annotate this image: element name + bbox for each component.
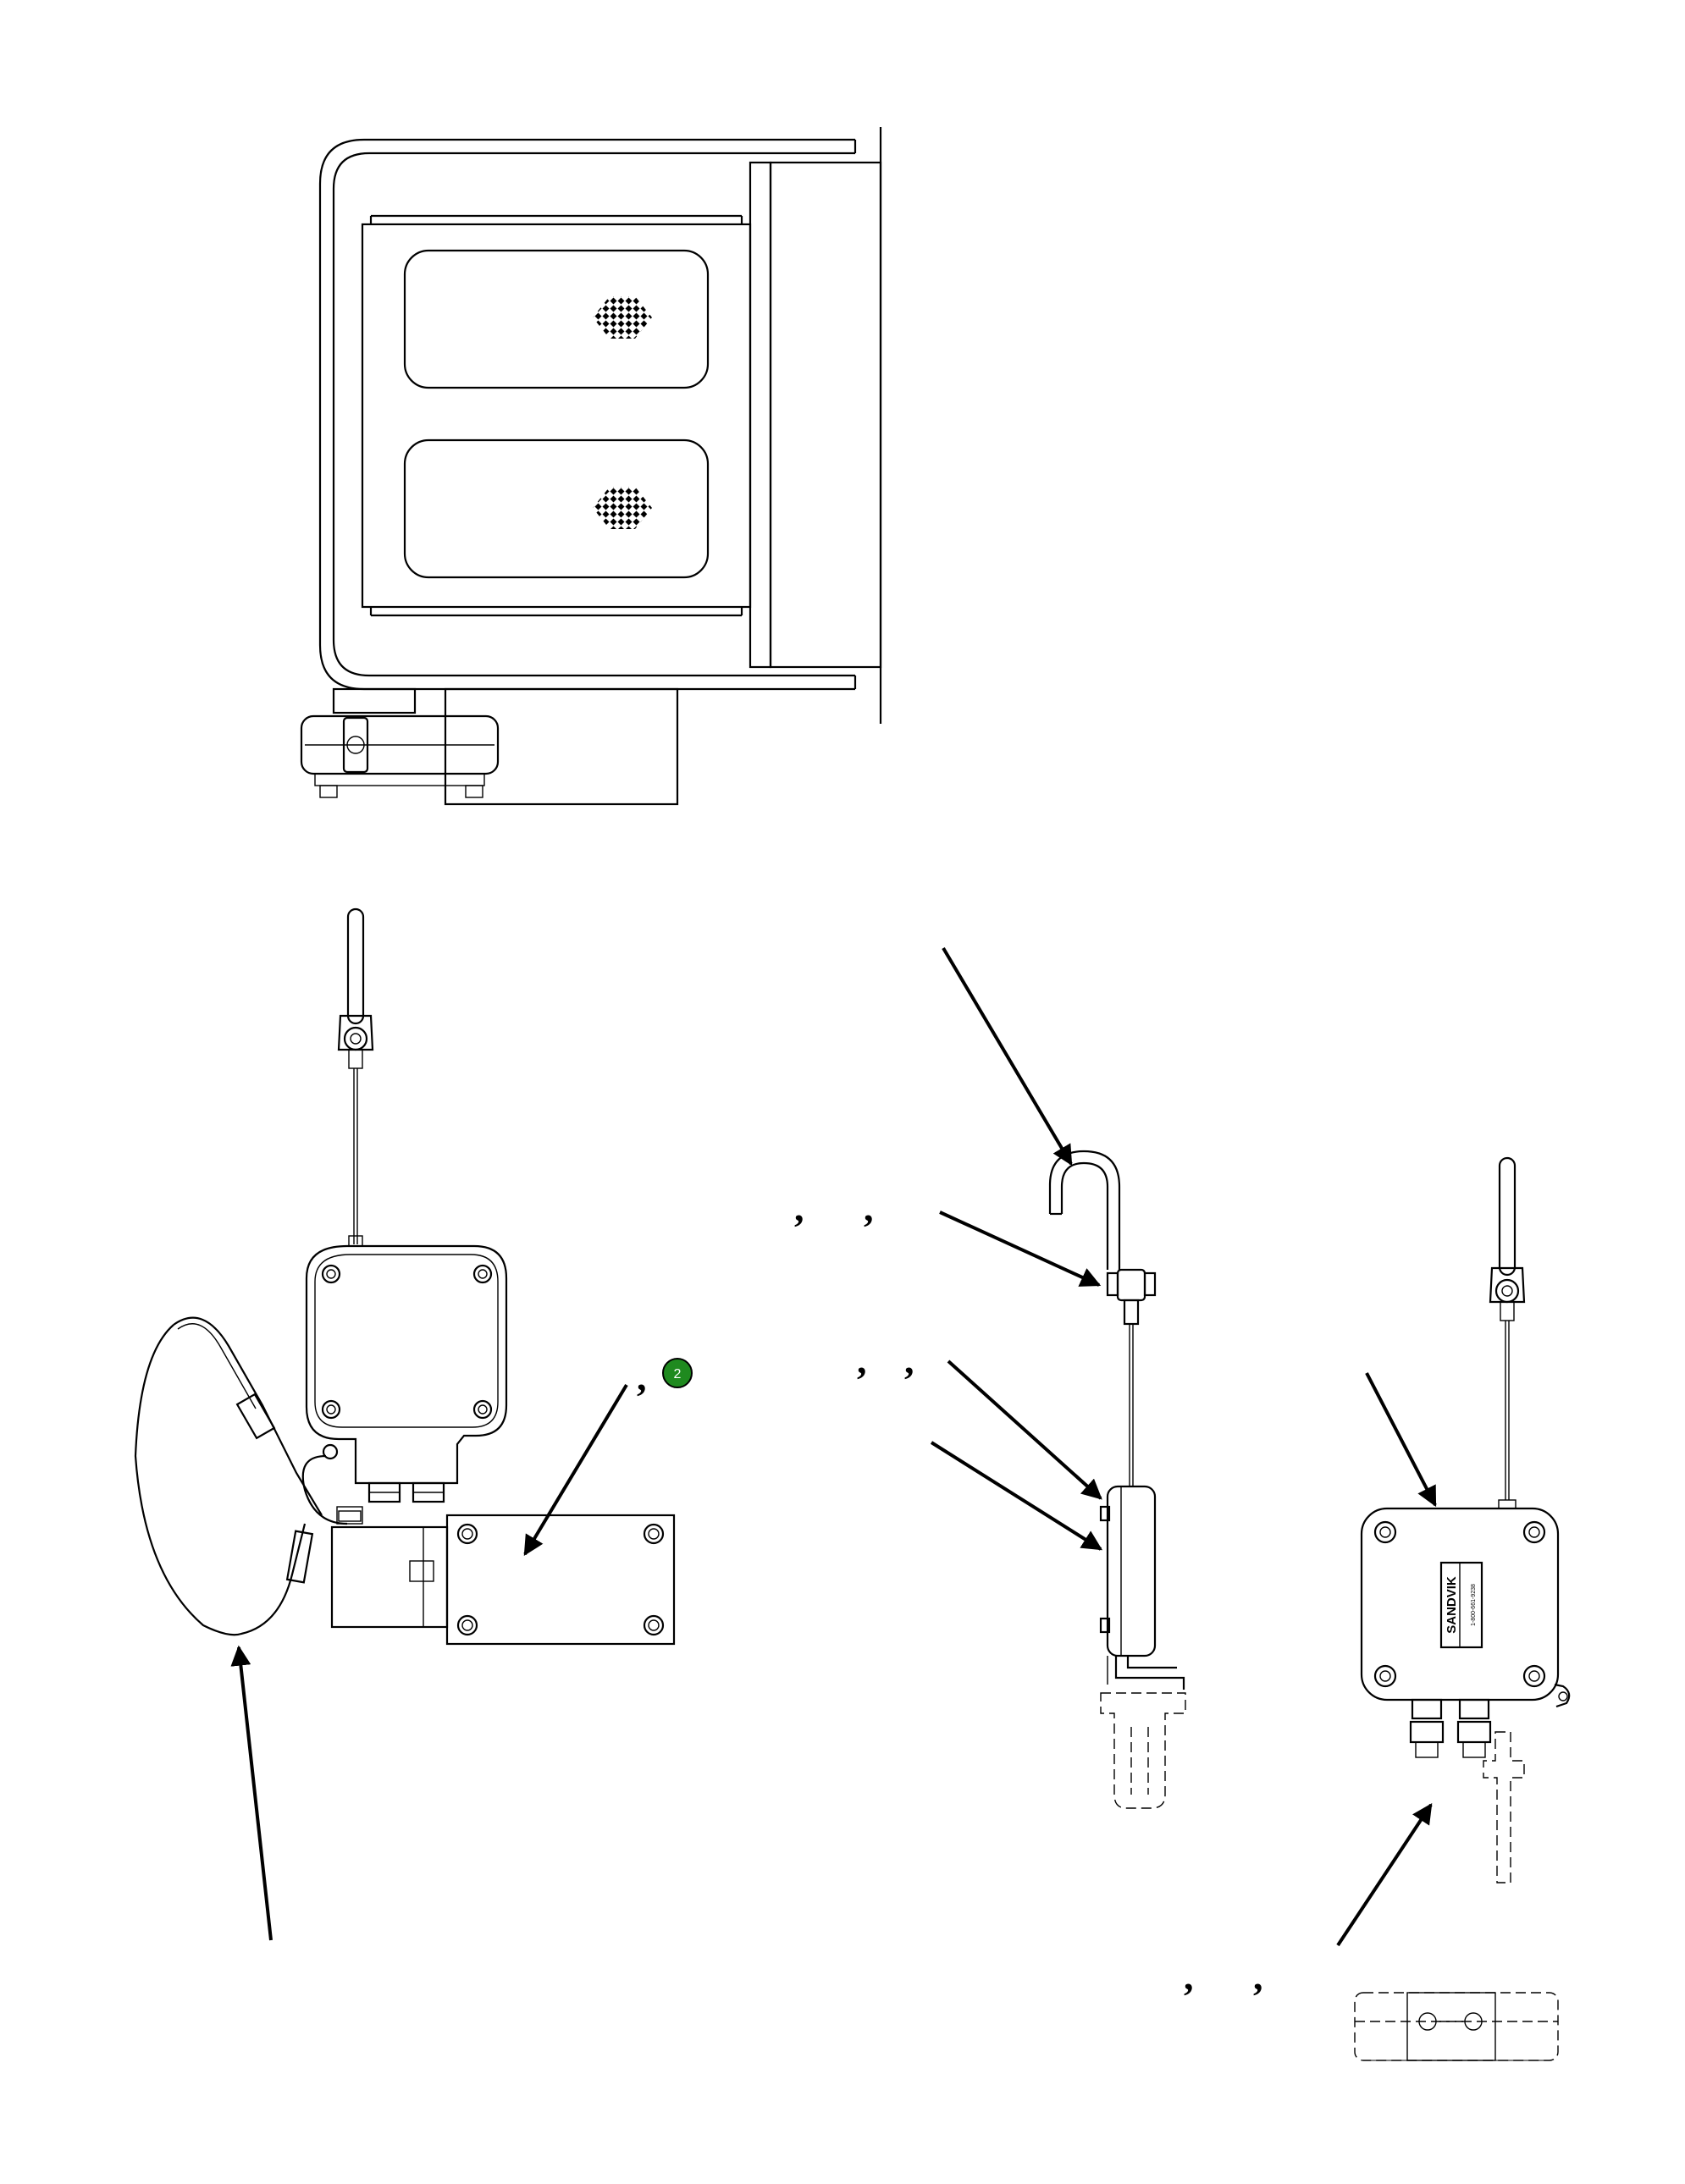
callout-arrows (230, 946, 1437, 1947)
comma-1: , (794, 1186, 804, 1229)
arrow-box-top (947, 1359, 1102, 1500)
brand-phone-text: 1-800-661-9238 (1471, 1584, 1477, 1626)
arrow-lanyard (230, 1645, 273, 1941)
brand-label-plate: SANDVIK 1-800-661-9238 (1439, 1561, 1483, 1649)
left-receiver-assembly (134, 907, 676, 1646)
item-number-badge: 2 (662, 1358, 693, 1388)
callout-labels: , , , , , , , 2 (637, 1186, 1263, 1998)
comma-3: , (857, 1338, 867, 1382)
item-number-text: 2 (674, 1367, 682, 1382)
arrow-hook (942, 946, 1073, 1166)
side-receiver-assembly (1048, 1150, 1186, 1809)
comma-5: , (637, 1355, 647, 1398)
arrow-clamp (939, 1211, 1102, 1287)
comma-7: , (1253, 1955, 1263, 1998)
comma-4: , (904, 1338, 914, 1382)
upper-lens (403, 249, 710, 389)
comma-6: , (1184, 1955, 1194, 1998)
brand-name-text: SANDVIK (1445, 1576, 1459, 1634)
front-receiver-assembly: SANDVIK 1-800-661-9238 (1360, 1156, 1571, 1883)
lower-lens (403, 438, 710, 579)
comma-2: , (864, 1186, 874, 1229)
arrow-front-box (1365, 1372, 1437, 1508)
upper-led-grille (593, 296, 652, 339)
arrow-box-side (930, 1441, 1103, 1551)
lower-led-grille (593, 487, 652, 529)
top-light-assembly (300, 127, 882, 806)
bottom-detail-view (1354, 1992, 1559, 2061)
arrow-connectors (1336, 1802, 1433, 1947)
arrow-plate (523, 1383, 628, 1557)
